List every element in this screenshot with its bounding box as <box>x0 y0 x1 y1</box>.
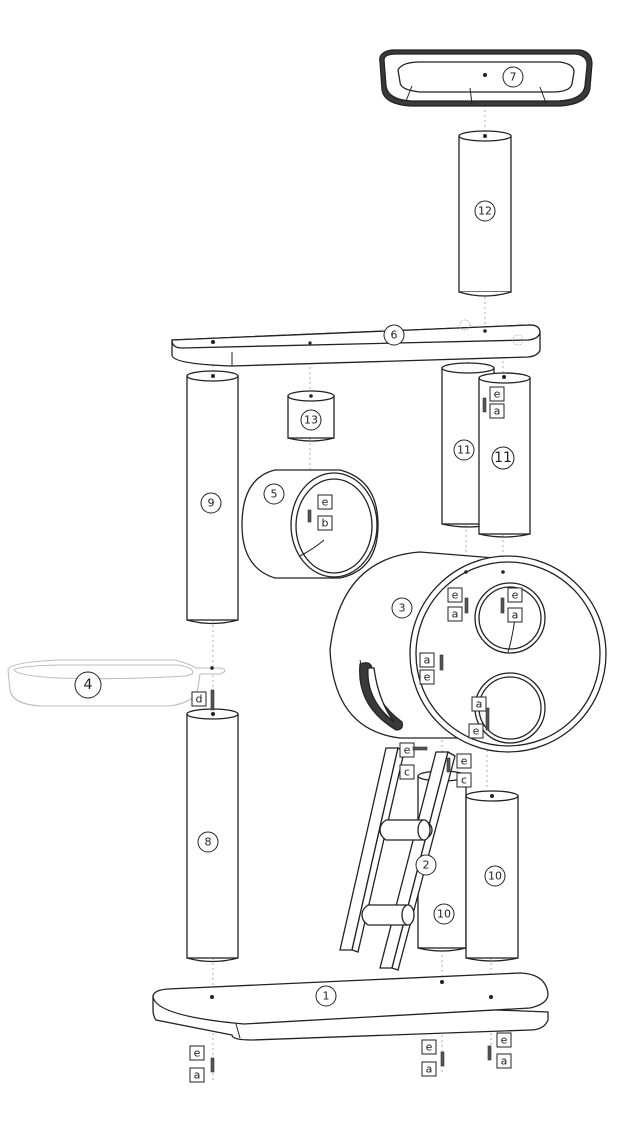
svg-text:b: b <box>322 517 329 530</box>
part-4-round-bed: 4 <box>7 659 226 707</box>
svg-text:e: e <box>501 1034 508 1047</box>
svg-text:e: e <box>424 671 431 684</box>
svg-text:a: a <box>194 1069 201 1082</box>
label-part-7: 7 <box>510 71 517 84</box>
label-part-1: 1 <box>323 990 330 1003</box>
part-12-top-post: 12 <box>458 130 512 297</box>
svg-text:a: a <box>426 1063 433 1076</box>
label-part-6: 6 <box>391 329 398 342</box>
label-part-11-rear: 11 <box>457 444 471 457</box>
svg-text:e: e <box>322 496 329 509</box>
part-2-ladder: 2 <box>339 746 456 971</box>
part-8-left-lower-post: 8 <box>186 708 239 963</box>
label-part-9: 9 <box>208 497 215 510</box>
part-7-basket-bed: 7 <box>379 49 593 107</box>
part-9-left-upper-post: 9 <box>186 370 239 625</box>
label-part-10-front: 10 <box>488 870 502 883</box>
svg-text:a: a <box>501 1055 508 1068</box>
label-part-12: 12 <box>478 205 492 218</box>
svg-text:e: e <box>512 589 519 602</box>
svg-text:a: a <box>512 609 519 622</box>
part-10-front-post: 10 <box>465 790 519 962</box>
label-part-10-rear: 10 <box>437 908 451 921</box>
label-part-8: 8 <box>205 836 212 849</box>
label-part-11-front: 11 <box>494 450 512 466</box>
svg-text:e: e <box>194 1047 201 1060</box>
svg-text:a: a <box>424 654 431 667</box>
label-part-3: 3 <box>399 602 406 615</box>
svg-text:a: a <box>452 608 459 621</box>
svg-text:a: a <box>476 698 483 711</box>
part-6-middle-platform: 6 <box>171 319 541 367</box>
label-part-4: 4 <box>84 677 93 693</box>
svg-text:c: c <box>461 774 467 787</box>
part-3-round-house: 3 <box>329 551 607 753</box>
label-part-13: 13 <box>304 414 318 427</box>
svg-text:e: e <box>404 744 411 757</box>
svg-text:e: e <box>452 589 459 602</box>
svg-text:c: c <box>404 766 410 779</box>
svg-text:e: e <box>473 725 480 738</box>
svg-text:e: e <box>461 755 468 768</box>
label-part-2: 2 <box>423 859 430 872</box>
svg-text:d: d <box>196 693 203 706</box>
part-13-small-cylinder: 13 <box>287 390 335 442</box>
svg-text:a: a <box>494 405 501 418</box>
svg-text:e: e <box>426 1041 433 1054</box>
part-5-tunnel-tube: 5 <box>241 469 379 579</box>
hardware-callouts: e a e b e a e a a e a e d <box>189 386 523 1083</box>
svg-text:e: e <box>494 388 501 401</box>
label-part-5: 5 <box>271 488 278 501</box>
part-1-base-board: 1 <box>152 972 549 1041</box>
